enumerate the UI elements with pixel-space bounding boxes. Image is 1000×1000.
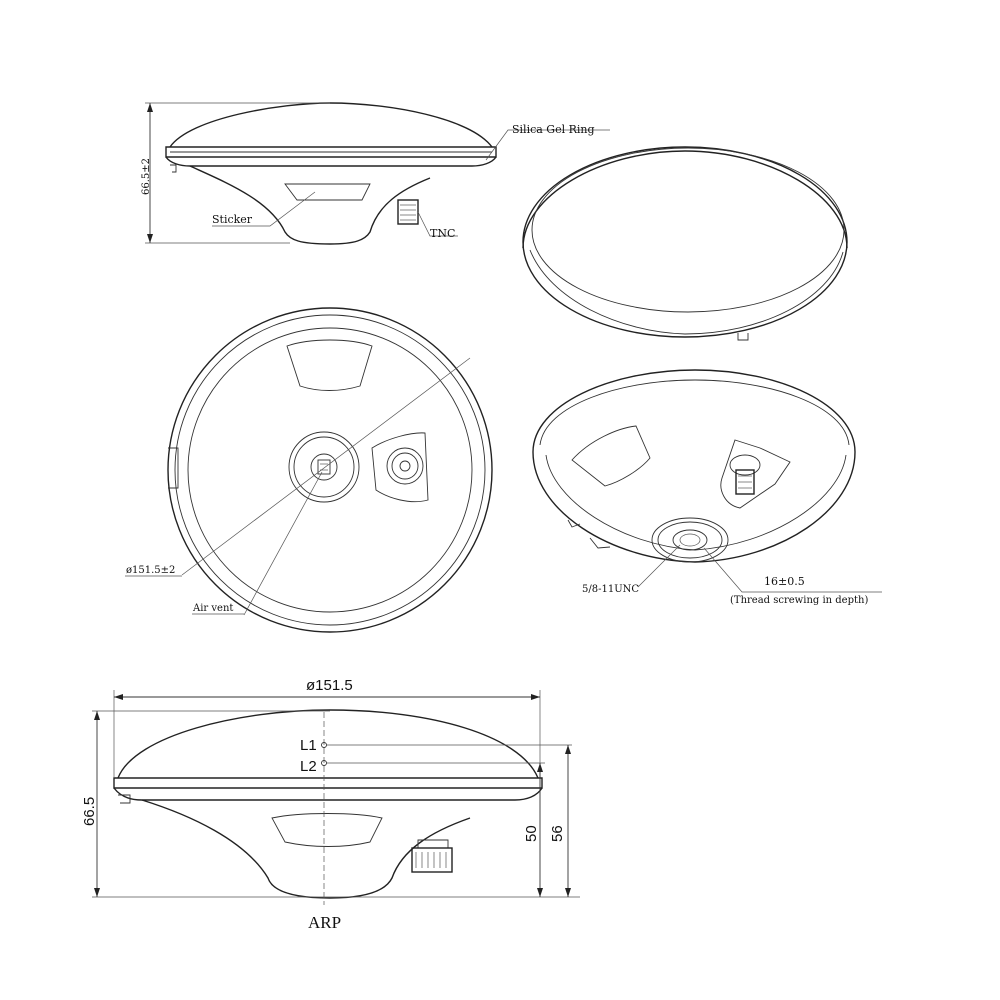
label-tnc: TNC: [430, 227, 455, 240]
label-air-vent: Air vent: [192, 603, 233, 614]
air-vent-icon: [288, 431, 360, 503]
label-dim-56: 56: [549, 825, 566, 842]
label-sticker: Sticker: [212, 213, 253, 226]
label-diameter-tolerance: ø151.5±2: [126, 565, 175, 576]
tnc-connector-icon: [386, 447, 424, 485]
iso-sticker-shape: [571, 425, 651, 487]
label-arp: ARP: [308, 913, 341, 932]
label-l2: L2: [300, 758, 317, 775]
mounting-thread-icon: [651, 517, 729, 563]
side-sticker-shape: [271, 813, 383, 847]
dimensioned-side-view: [92, 690, 580, 905]
bottom-circular-view: [125, 307, 493, 633]
label-thread-spec: 5/8-11UNC: [582, 584, 639, 595]
label-dim-50: 50: [523, 825, 540, 842]
isometric-top-view: [522, 146, 848, 341]
label-thread-note: (Thread screwing in depth): [730, 595, 868, 606]
label-diameter: ø151.5: [306, 677, 353, 694]
tnc-connector-icon: [397, 199, 419, 225]
label-l1: L1: [300, 737, 317, 754]
label-height-top: 66.5±2: [141, 158, 152, 195]
tnc-connector-icon: [729, 454, 761, 495]
side-view-top: [145, 102, 610, 245]
isometric-bottom-view: [532, 369, 882, 593]
label-thread-depth: 16±0.5: [764, 575, 805, 588]
sticker-shape: [284, 183, 371, 201]
label-silica-gel-ring: Silica Gel Ring: [512, 123, 595, 136]
tnc-connector-icon: [411, 839, 453, 873]
bottom-sticker-shape: [286, 339, 373, 391]
label-height: 66.5: [81, 797, 98, 826]
